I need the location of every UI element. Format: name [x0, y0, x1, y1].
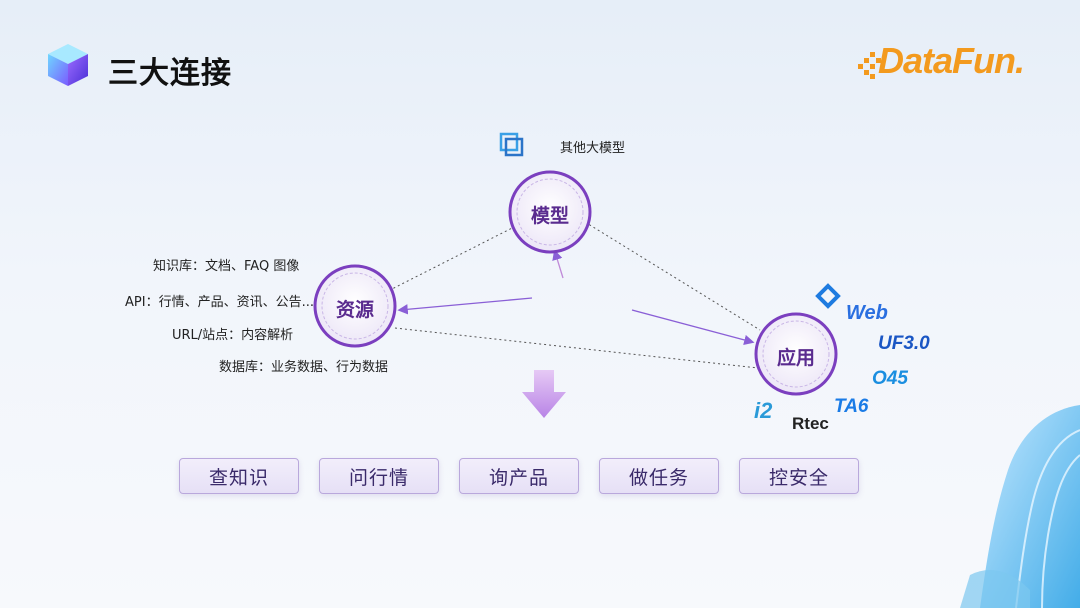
- app-logo-arrow-icon: [815, 283, 841, 309]
- other-models-icon: [499, 132, 524, 157]
- cube-logo-icon: [48, 44, 88, 86]
- page-title: 三大连接: [108, 56, 232, 91]
- action-button-control-security[interactable]: 控安全: [739, 458, 859, 494]
- ta6-logo: TA6: [834, 396, 869, 417]
- resource-item: URL/站点：内容解析: [172, 328, 294, 343]
- application-node: [754, 312, 838, 396]
- model-node: [508, 170, 592, 254]
- action-button-ask-market[interactable]: 问行情: [319, 458, 439, 494]
- link-model-app: [584, 221, 761, 331]
- node-application-label: 应用: [776, 347, 815, 369]
- rtec-logo: Rtec: [792, 414, 829, 433]
- action-button-inquire-product[interactable]: 询产品: [459, 458, 579, 494]
- resource-item: 知识库：文档、FAQ 图像: [153, 259, 300, 274]
- action-button-do-task[interactable]: 做任务: [599, 458, 719, 494]
- brand-dots-icon: [858, 52, 881, 79]
- link-resource-app: [394, 327, 759, 369]
- i2-logo: i2: [754, 398, 773, 423]
- web-logo: Web: [846, 302, 888, 324]
- other-models-label: 其他大模型: [560, 141, 626, 156]
- link-model-resource: [389, 223, 521, 291]
- arrow-to-model: [552, 249, 564, 279]
- arrow-to-resource: [397, 297, 533, 315]
- down-arrow-icon: [522, 370, 566, 418]
- brand-logo: DataFun.: [878, 40, 1025, 81]
- node-model-label: 模型: [530, 205, 569, 227]
- decorative-swirl-icon: [960, 405, 1080, 608]
- node-resource-label: 资源: [335, 299, 374, 321]
- o45-logo: O45: [872, 368, 908, 389]
- resource-item: 数据库：业务数据、行为数据: [219, 360, 389, 375]
- arrow-to-app: [631, 309, 755, 346]
- resource-item: API：行情、产品、资讯、公告...: [125, 295, 314, 310]
- action-button-query-knowledge[interactable]: 查知识: [179, 458, 299, 494]
- uf30-logo: UF3.0: [878, 333, 930, 354]
- resource-node: [313, 264, 397, 348]
